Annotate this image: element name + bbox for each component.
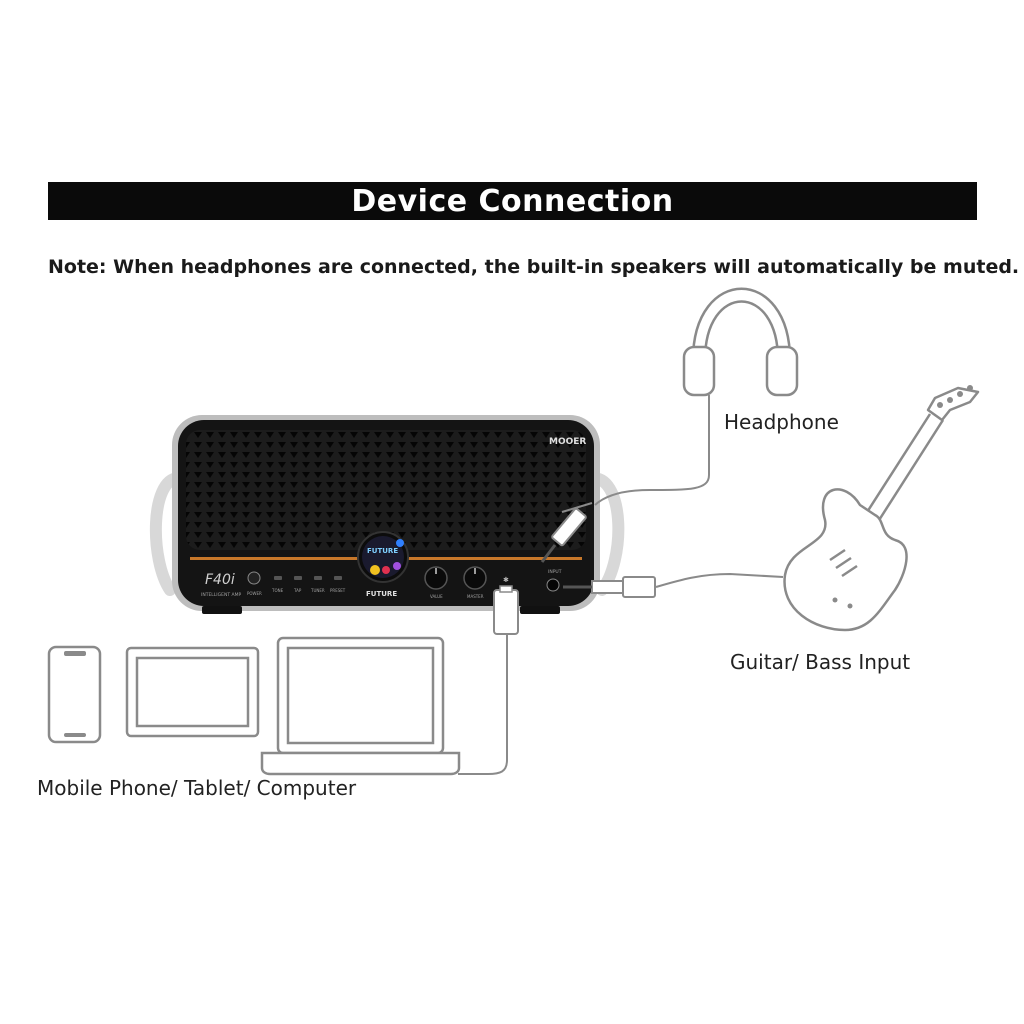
amp-brand-logo: MOOER	[549, 437, 586, 447]
power-button-label: POWER	[247, 591, 262, 596]
tuner-button[interactable]	[314, 576, 322, 580]
master-knob-label: MASTER	[467, 594, 484, 599]
tone-button-label: TONE	[271, 588, 284, 593]
amp-series-label: FUTURE	[366, 590, 397, 598]
guitar-input-label: Guitar/ Bass Input	[730, 650, 911, 674]
amp-display: FUTURE	[357, 531, 409, 583]
note-text: Note: When headphones are connected, the…	[48, 256, 1020, 278]
display-purple-icon	[393, 562, 401, 570]
title-bar: Device Connection	[48, 182, 977, 220]
display-blue-icon	[396, 539, 404, 547]
value-knob[interactable]	[424, 566, 448, 590]
master-knob[interactable]	[463, 566, 487, 590]
guitar-icon	[783, 385, 980, 632]
usb-plug	[493, 585, 519, 635]
tap-button[interactable]	[294, 576, 302, 580]
amp-handle-left	[149, 472, 184, 596]
usb-cable	[458, 634, 508, 775]
headphone-label: Headphone	[724, 410, 839, 434]
value-knob-label: VALUE	[430, 594, 443, 599]
bluetooth-icon: ✱	[503, 576, 509, 584]
display-red-icon	[382, 566, 390, 574]
guitar-plug	[563, 576, 656, 598]
amp-model: F40i	[205, 572, 235, 588]
tablet-icon	[125, 646, 260, 738]
input-jack[interactable]	[546, 578, 560, 592]
amp: MOOER F40i INTELLIGENT AMP POWER TONE TA…	[149, 415, 625, 614]
phone-icon	[47, 645, 102, 744]
input-jack-label: INPUT	[548, 569, 562, 575]
power-button[interactable]	[247, 571, 261, 585]
tuner-button-label: TUNER	[310, 588, 325, 593]
preset-button[interactable]	[334, 576, 342, 580]
headphone-plug	[540, 502, 593, 563]
display-yellow-icon	[370, 565, 380, 575]
devices-label: Mobile Phone/ Tablet/ Computer	[37, 776, 357, 800]
amp-foot-left	[202, 606, 242, 614]
headphone-cable	[594, 395, 710, 506]
guitar-cable	[655, 572, 784, 588]
display-series-text: FUTURE	[367, 547, 398, 555]
amp-foot-right	[520, 606, 560, 614]
amp-grille	[186, 430, 586, 550]
amp-handle-right	[588, 472, 625, 596]
page-title: Device Connection	[351, 183, 674, 219]
tap-button-label: TAP	[293, 588, 302, 593]
tone-button[interactable]	[274, 576, 282, 580]
laptop-icon	[260, 636, 461, 776]
preset-button-label: PRESET	[330, 588, 346, 593]
headphone-icon	[682, 287, 799, 397]
amp-subtitle: INTELLIGENT AMP	[201, 592, 241, 598]
